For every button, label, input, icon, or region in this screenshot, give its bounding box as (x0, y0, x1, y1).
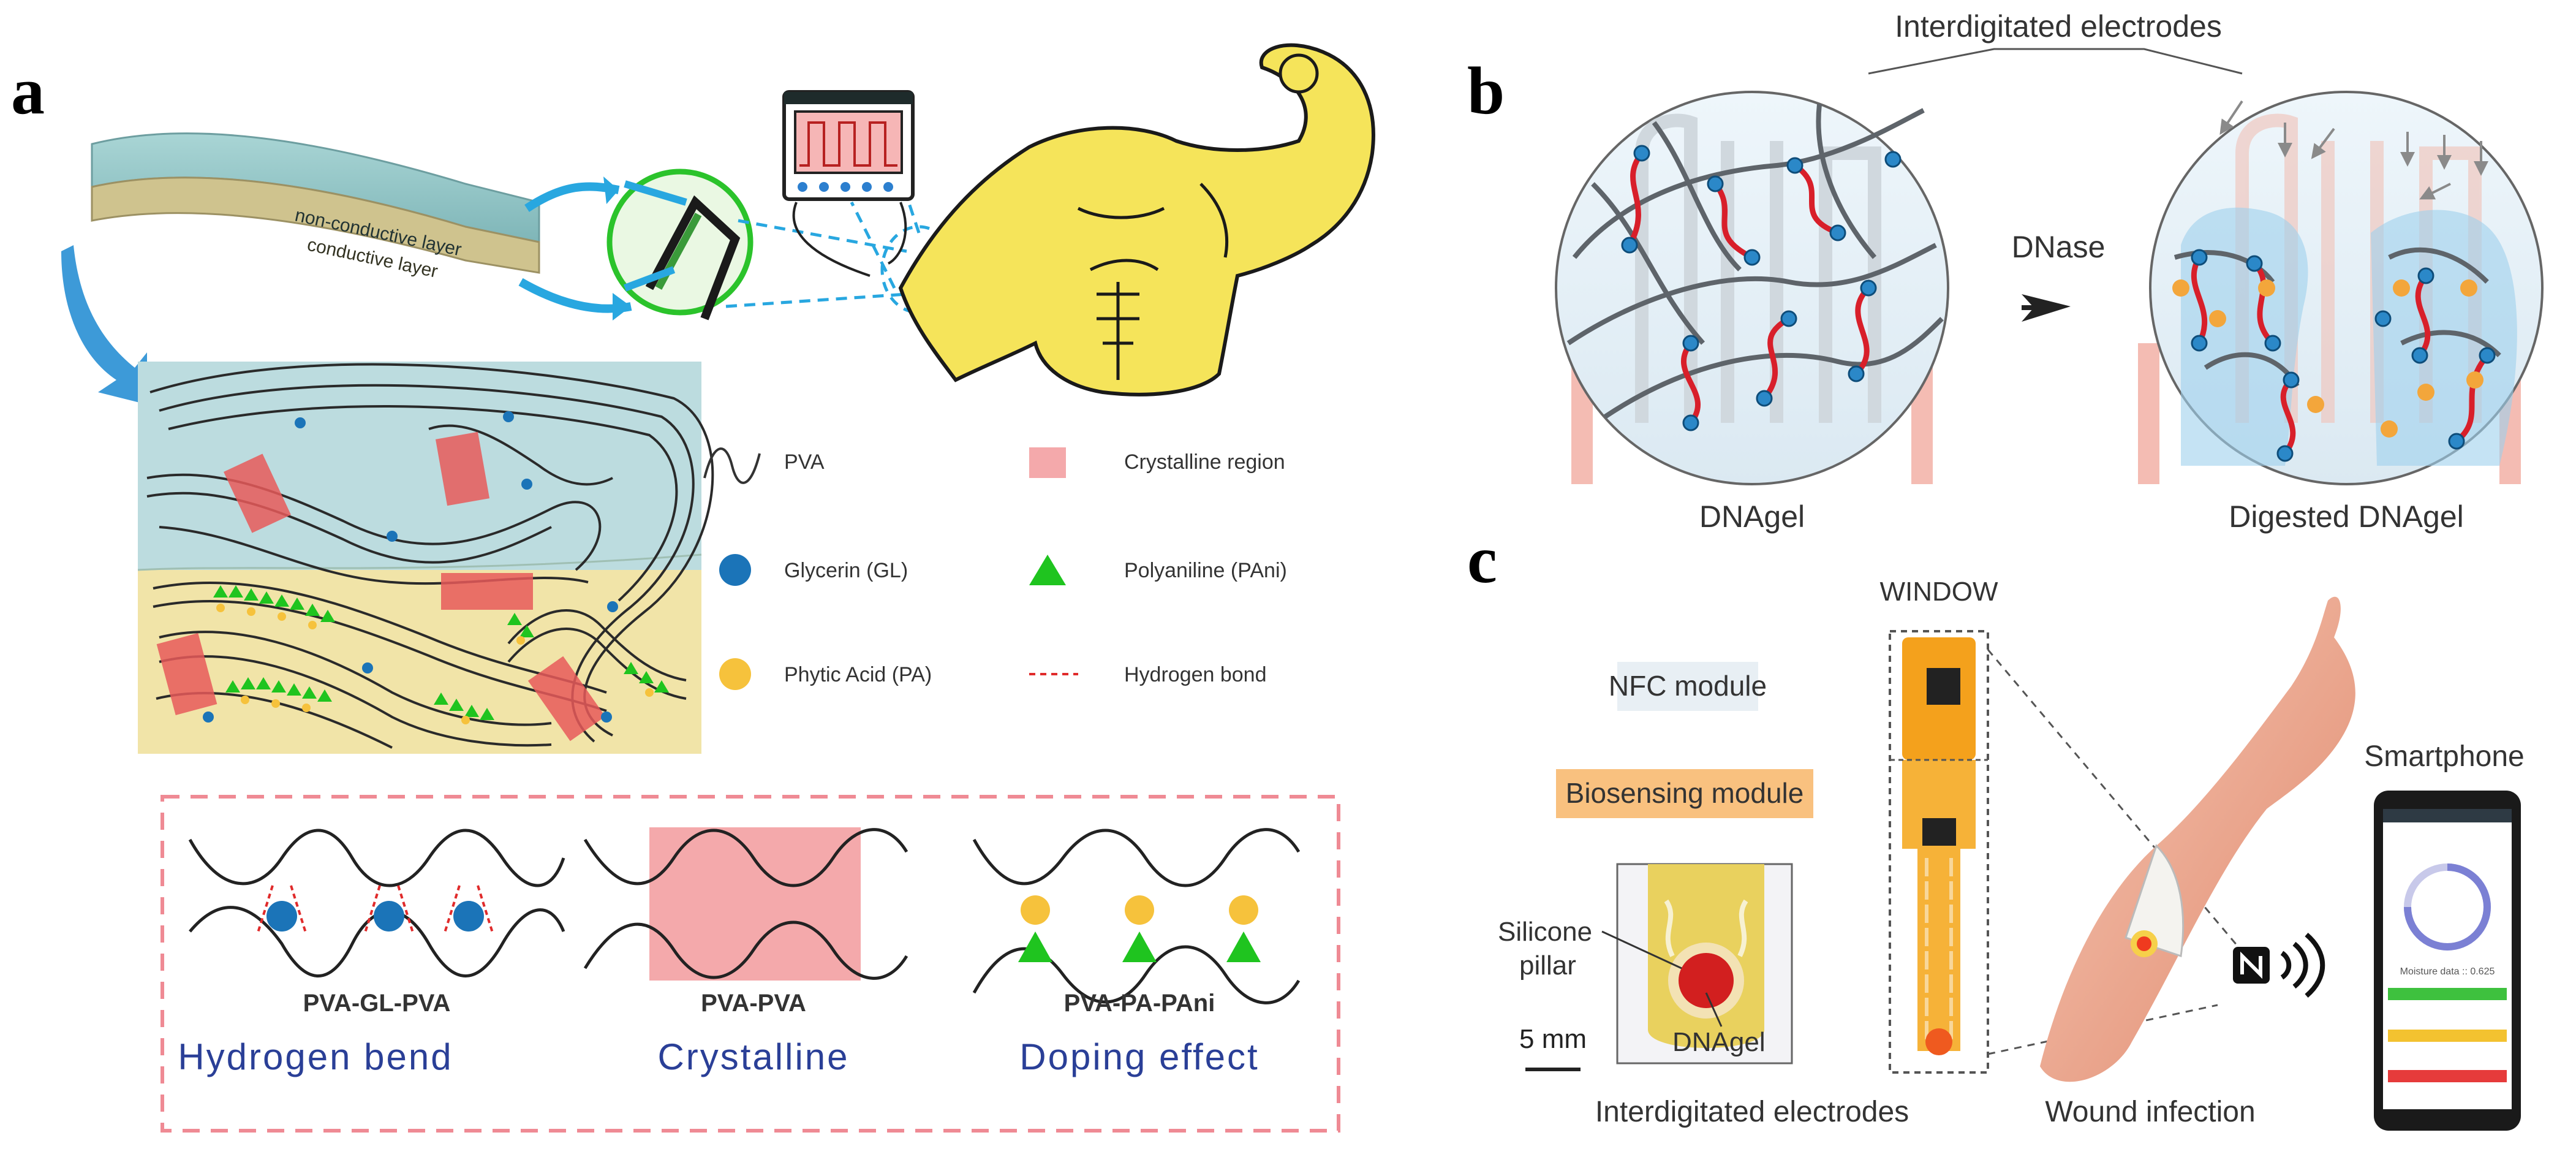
silicone-pillar-label-1: Silicone (1498, 917, 1592, 947)
panel-c-letter: c (1467, 522, 1497, 597)
bilayer-film: non-conductive layer conductive layer (91, 132, 540, 282)
nfc-module-box (1617, 662, 1758, 711)
mechanism-1-name: PVA-GL-PVA (303, 990, 451, 1017)
phone-moisture-text: Moisture data :: 0.625 (2400, 966, 2495, 977)
smartphone-icon: Moisture data :: 0.625 (2374, 791, 2521, 1131)
wound-infection-label: Wound infection (2045, 1096, 2255, 1128)
smartphone-label: Smartphone (2364, 740, 2525, 773)
mechanism-doping: PVA-PA-PAni Doping effect (972, 828, 1301, 1077)
mechanism-2-name: PVA-PVA (701, 990, 806, 1017)
legend-polyaniline: Polyaniline (PAni) (1124, 559, 1287, 582)
panel-b-title: Interdigitated electrodes (1895, 9, 2222, 44)
dnase-arrow-icon (2022, 294, 2071, 322)
biosensing-module-label: Biosensing module (1566, 777, 1804, 809)
nfc-icon (2233, 932, 2325, 998)
inset-dnagel-label: DNAgel (1672, 1027, 1766, 1057)
legend-pva: PVA (784, 450, 825, 474)
mechanism-2-effect: Crystalline (657, 1036, 849, 1077)
curved-arrow-icon (61, 245, 147, 404)
zoom-circle (606, 169, 754, 321)
mechanism-3-effect: Doping effect (1019, 1036, 1259, 1077)
phytic-symbol (719, 658, 751, 690)
pva-symbol (703, 447, 761, 484)
legend-glycerin: Glycerin (GL) (784, 559, 908, 582)
legend-crystalline: Crystalline region (1124, 450, 1285, 474)
dnase-label: DNase (2012, 230, 2106, 264)
dnagel-circle (1555, 91, 1949, 485)
digested-dnagel-label: Digested DNAgel (2229, 499, 2464, 534)
crystalline-swatch (1029, 447, 1066, 478)
inset-photo (1616, 863, 1793, 1064)
polyaniline-symbol (1029, 555, 1066, 585)
mechanism-crystalline: PVA-PVA Crystalline (583, 827, 908, 1077)
panel-c: c WINDOW NFC module Biosensing module (1467, 522, 2525, 1131)
interdigitated-electrodes-label: Interdigitated electrodes (1595, 1096, 1909, 1128)
dnagel-label: DNAgel (1699, 499, 1805, 534)
window-label: WINDOW (1879, 577, 1998, 607)
mechanism-3-name: PVA-PA-PAni (1064, 990, 1215, 1017)
legend-phytic: Phytic Acid (PA) (784, 663, 932, 686)
biosensing-module-box (1556, 769, 1813, 818)
silicone-pillar-label-2: pillar (1519, 951, 1576, 981)
scale-bar-label: 5 mm (1519, 1024, 1587, 1054)
digested-dnagel-circle (2149, 91, 2544, 485)
panel-b: b Interdigitated electrodes (1467, 9, 2544, 534)
monitor-icon (782, 90, 915, 277)
muscle-figure-icon (898, 43, 1375, 397)
legend-hbond: Hydrogen bond (1124, 663, 1267, 686)
glycerin-symbol (719, 554, 751, 586)
arm-illustration (2040, 596, 2355, 1082)
legend-a: PVA Crystalline region Glycerin (GL) Pol… (703, 447, 1287, 690)
sensor-device (1889, 630, 2268, 1074)
mechanism-box (161, 795, 1340, 1133)
panel-a: a non-conductive layer conductive layer (11, 43, 1375, 1133)
panel-b-letter: b (1467, 53, 1505, 128)
hydrogel-structure-diagram (137, 362, 714, 754)
panel-a-letter: a (11, 53, 45, 128)
mechanism-hydrogen: PVA-GL-PVA Hydrogen bend (178, 829, 565, 1077)
mechanism-1-effect: Hydrogen bend (178, 1036, 453, 1077)
nfc-module-label: NFC module (1609, 670, 1767, 702)
